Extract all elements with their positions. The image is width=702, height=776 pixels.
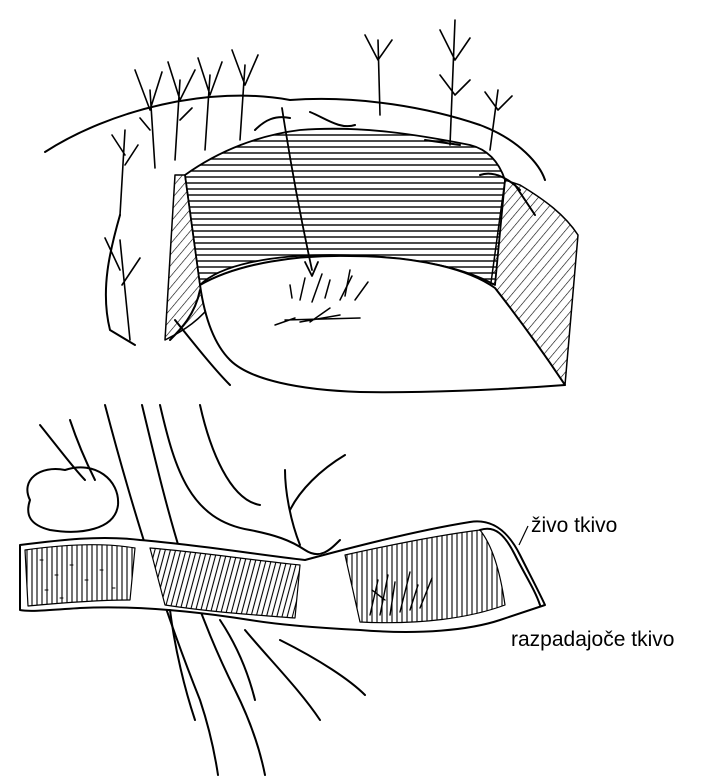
leader-lines — [519, 526, 528, 545]
label-live-tissue: živo tkivo — [531, 514, 617, 538]
label-decaying-tissue: razpadajoče tkivo — [511, 628, 674, 652]
left-lobe — [27, 467, 118, 531]
lower-section-drawing — [20, 405, 545, 775]
decay-zone-left — [25, 545, 135, 606]
